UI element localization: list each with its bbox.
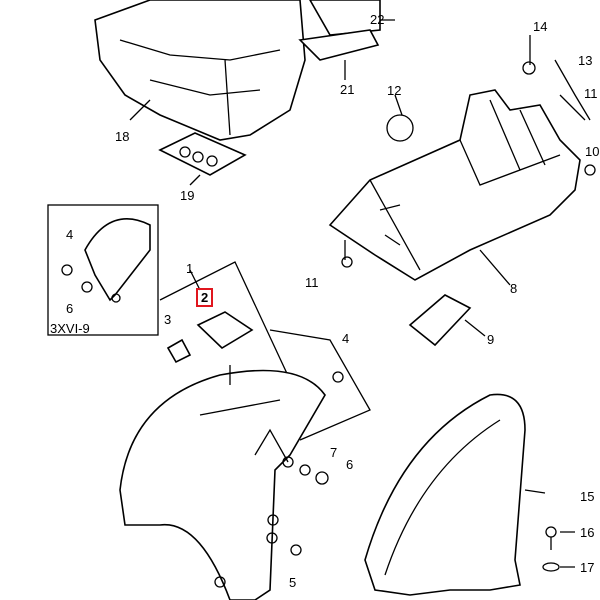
label-6: 6 [346,457,354,472]
label-18: 18 [115,129,130,144]
label-12: 12 [387,83,402,98]
part-8-rear-frame [328,89,581,281]
label-15: 15 [580,489,595,504]
label-inset-model: 3XVI-9 [50,321,90,336]
label-14: 14 [533,19,548,34]
label-2-highlighted[interactable]: 2 [196,288,214,307]
part-2-emblem [196,311,254,350]
label-22: 22 [370,12,385,27]
part-12-oring [386,114,414,142]
label-5: 5 [289,575,297,590]
label-4: 4 [342,331,350,346]
label-3: 3 [164,312,172,327]
label-11: 11 [305,275,319,290]
label-4-inset: 4 [66,227,74,242]
label-17: 17 [580,560,595,575]
part-22 [309,0,381,36]
label-9: 9 [487,332,495,347]
part-9-sticker [408,294,472,347]
part-18-tank [94,0,306,141]
label-19: 19 [180,188,195,203]
label-21: 21 [340,82,355,97]
label-8: 8 [510,281,518,296]
label-7: 7 [330,445,338,460]
part-15-rear-fender [364,393,526,596]
part-3-emblem [166,338,192,364]
label-11-top: 11 [584,86,598,101]
part-front-fender [119,369,326,600]
label-13: 13 [578,53,593,68]
label-6-inset: 6 [66,301,74,316]
part-21 [298,29,380,61]
label-10: 10 [585,144,600,159]
label-16: 16 [580,525,595,540]
inset-box [47,204,159,336]
label-1: 1 [186,261,194,276]
